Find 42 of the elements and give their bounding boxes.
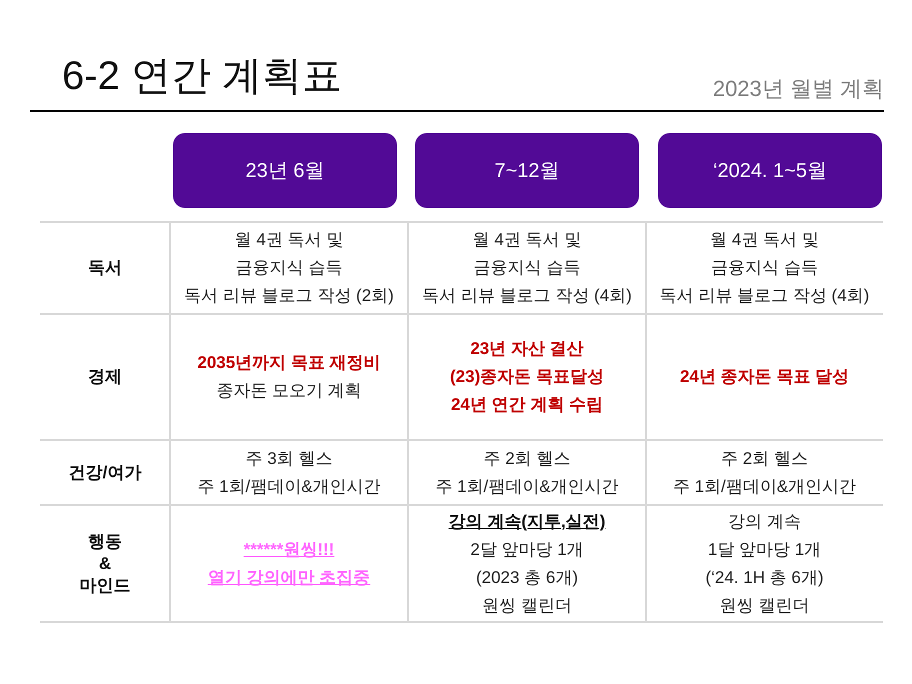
cell-text: 월 4권 독서 및 — [472, 229, 582, 251]
cell-text: 원씽 캘린더 — [482, 594, 572, 616]
cell-text: 금융지식 습득 — [711, 257, 818, 279]
cell-text: 주 2회 헬스 — [721, 448, 808, 470]
cell-text: ******원씽!!! — [244, 538, 334, 560]
row-heading: 행동 — [88, 530, 122, 552]
page-title: 6-2 연간 계획표 — [62, 53, 342, 100]
row-heading: & — [98, 552, 112, 574]
cell-text: (2023 총 6개) — [476, 566, 578, 588]
column-header: 23년 6월 — [173, 133, 397, 208]
cell-text: (23)종자돈 목표달성 — [450, 366, 604, 388]
cell-text: 주 2회 헬스 — [484, 448, 570, 470]
column-header: ‘2024. 1~5월 — [658, 133, 882, 208]
cell-text: 금융지식 습득 — [474, 257, 580, 279]
cell-text: 원씽 캘린더 — [720, 594, 810, 616]
cell-text: 주 3회 헬스 — [246, 448, 332, 470]
cell-text: 강의 계속(지투,실전) — [448, 510, 606, 532]
cell-text: 1달 앞마당 1개 — [708, 538, 822, 560]
cell-text: 독서 리뷰 블로그 작성 (4회) — [422, 285, 632, 307]
cell-text: 독서 리뷰 블로그 작성 (4회) — [660, 285, 870, 307]
cell-text: 주 1회/팸데이&개인시간 — [197, 476, 381, 498]
cell-text: 월 4권 독서 및 — [710, 229, 819, 251]
cell-text: 24년 종자돈 목표 달성 — [680, 366, 850, 388]
column-header: 7~12월 — [415, 133, 639, 208]
subtitle: 2023년 월별 계획 — [712, 75, 884, 103]
cell-text: 주 1회/팸데이&개인시간 — [435, 476, 619, 498]
cell-text: 2035년까지 목표 재정비 — [197, 352, 381, 374]
cell-text: 독서 리뷰 블로그 작성 (2회) — [184, 285, 394, 307]
cell-text: 월 4권 독서 및 — [234, 229, 344, 251]
row-heading: 경제 — [88, 366, 122, 388]
cell-text: (‘24. 1H 총 6개) — [705, 566, 824, 588]
cell-text: 24년 연간 계획 수립 — [450, 394, 604, 416]
cell-text: 종자돈 모오기 계획 — [216, 380, 362, 402]
cell-text: 강의 계속 — [728, 510, 801, 532]
cell-text: 열기 강의에만 초집중 — [208, 566, 370, 588]
cell-text: 2달 앞마당 1개 — [470, 538, 584, 560]
cell-text: 금융지식 습득 — [236, 257, 342, 279]
row-heading: 독서 — [88, 257, 122, 279]
row-heading: 마인드 — [80, 574, 130, 596]
cell-text: 23년 자산 결산 — [470, 338, 584, 360]
cell-text: 주 1회/팸데이&개인시간 — [672, 476, 856, 498]
row-heading: 건강/여가 — [68, 462, 142, 484]
